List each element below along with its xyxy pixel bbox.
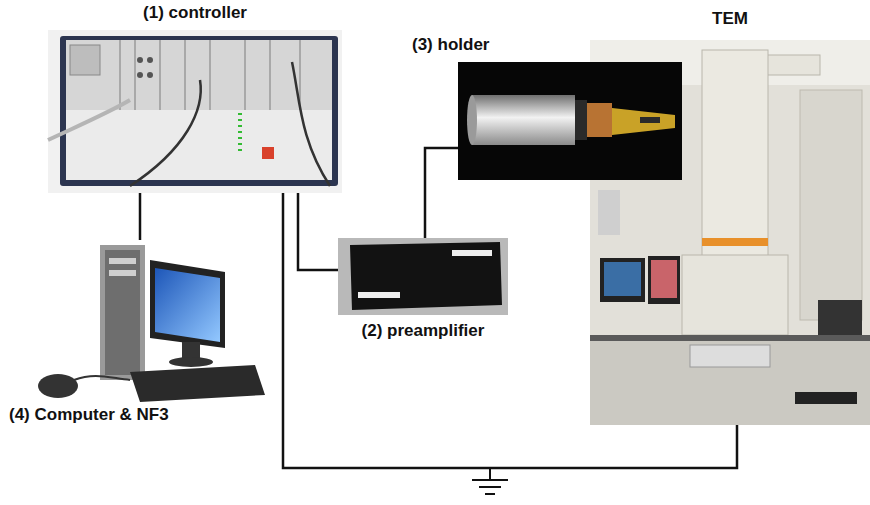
holder-barrel [472, 95, 575, 145]
sticker [358, 292, 400, 298]
desk-edge [590, 335, 870, 341]
keyboard [130, 365, 265, 402]
drive-slot [109, 258, 136, 264]
tower [100, 245, 145, 380]
holder-collar [587, 103, 612, 137]
microscope-column [702, 50, 768, 260]
caption: (1) controller [48, 3, 342, 23]
cable-line [283, 193, 737, 468]
cable [48, 100, 130, 140]
status-leds [238, 113, 242, 151]
monitor [648, 256, 680, 304]
ground-symbol [472, 468, 508, 494]
drive-slot [109, 270, 136, 276]
tower-front [105, 250, 140, 375]
holder-photo [458, 62, 682, 180]
connector-plate [70, 45, 100, 75]
control-panel [690, 345, 770, 367]
computer-illustration [38, 245, 265, 402]
cabinet [598, 190, 620, 235]
monitor [600, 258, 645, 302]
column-base [682, 255, 788, 335]
monitor-screen [155, 268, 220, 342]
socket [147, 57, 153, 63]
cable-line [139, 193, 142, 240]
cable [130, 80, 201, 186]
cable-line [298, 193, 338, 270]
controller-photo [48, 30, 342, 193]
column-arm [760, 55, 820, 75]
monitor-base [169, 357, 213, 367]
preamp-box [350, 242, 502, 310]
monitor-screen [651, 260, 677, 298]
sample-slot [640, 117, 660, 123]
holder-tip [612, 108, 675, 135]
photo-ground [48, 30, 342, 193]
mouse-cord [74, 376, 130, 380]
socket [147, 72, 153, 78]
photo-ground [338, 238, 508, 315]
cabinet [800, 90, 862, 320]
monitor [150, 260, 225, 348]
socket [137, 57, 143, 63]
photo-node: (1) controller [48, 30, 342, 193]
ground-symbol [472, 468, 508, 494]
caption: (4) Computer & NF3 [9, 405, 249, 425]
caption: (2) preamplifier [328, 321, 518, 341]
caption: (3) holder [412, 35, 562, 55]
sticker [452, 250, 492, 256]
cable-line [425, 148, 458, 238]
cable [292, 62, 330, 186]
monitor-screen [604, 262, 641, 296]
mouse [38, 374, 78, 398]
module-dividers [120, 40, 300, 110]
barrel-end [467, 95, 477, 145]
photo-node: (3) holder [458, 62, 682, 180]
photo-node: (4) Computer & NF3 [5, 240, 265, 400]
socket [137, 72, 143, 78]
photo-node: TEM [590, 40, 870, 425]
keyboard [795, 392, 857, 404]
photo-ground [458, 62, 682, 180]
column-stripe [702, 238, 768, 246]
power-switch [262, 147, 274, 159]
photo-node: (2) preamplifier [338, 238, 508, 315]
rack-frame [60, 36, 338, 186]
caption: TEM [590, 9, 870, 29]
desk [590, 335, 870, 425]
front-panel [66, 110, 332, 180]
preamplifier-photo [338, 238, 508, 315]
holder-ring [575, 100, 587, 140]
